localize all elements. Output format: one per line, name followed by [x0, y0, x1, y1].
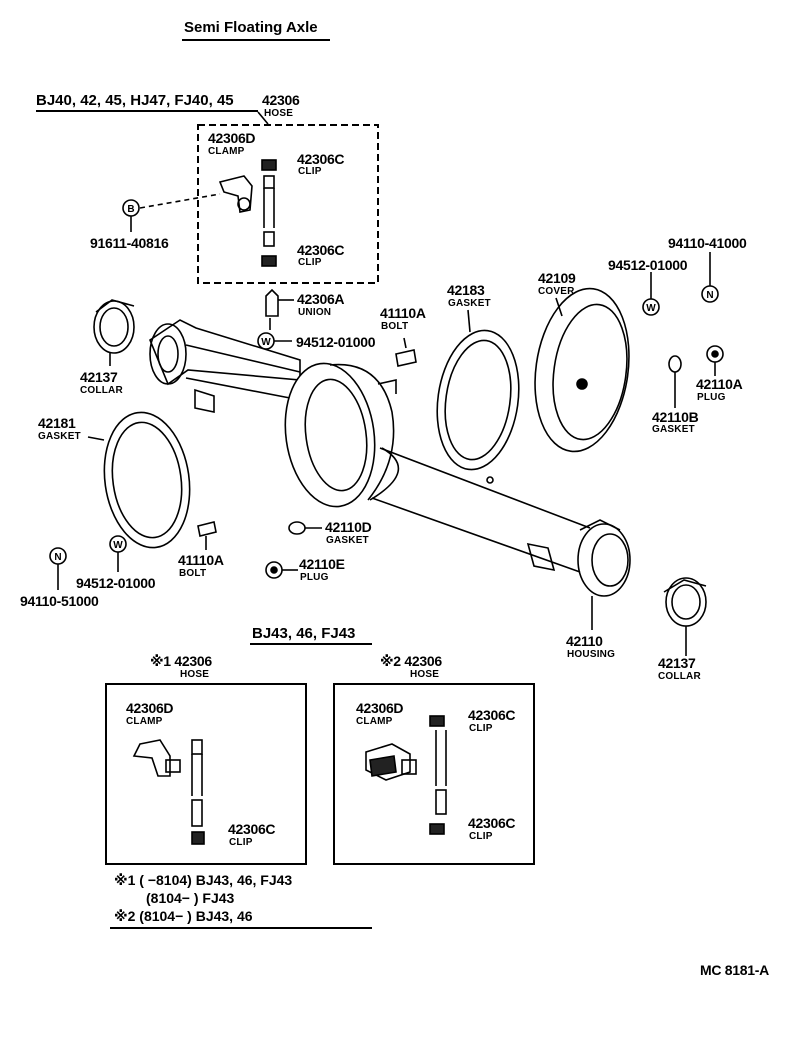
part-number-42181: 42181 — [38, 415, 76, 431]
part-name-box2-hose: HOSE — [410, 669, 440, 680]
part-number-91611: 91611-40816 — [90, 235, 169, 251]
part-name-gasket-42110b: GASKET — [652, 424, 695, 435]
model-header-top: BJ40, 42, 45, HJ47, FJ40, 45 — [36, 92, 234, 109]
part-number-box1-clip: 42306C — [228, 821, 276, 837]
part-name-bolt-top: BOLT — [381, 321, 409, 332]
badge-letter-w-right: W — [646, 303, 656, 314]
bolt-bottom-drawing — [197, 521, 217, 537]
bolt-top-drawing — [395, 349, 417, 367]
diagram-title: Semi Floating Axle — [184, 19, 318, 36]
gasket-left-drawing — [103, 411, 191, 549]
clip-drawing-upper — [261, 159, 277, 171]
part-number-42306d-top: 42306D — [208, 130, 256, 146]
axle-housing-drawing — [149, 319, 631, 597]
part-name-box1-hose: HOSE — [180, 669, 210, 680]
part-number-42306-top: 42306 — [262, 92, 300, 108]
part-number-42110a: 42110A — [696, 376, 743, 392]
part-name-clamp-top: CLAMP — [208, 146, 245, 157]
part-number-box2-clamp: 42306D — [356, 700, 404, 716]
part-name-collar-right: COLLAR — [658, 671, 701, 682]
part-name-clip-top2: CLIP — [298, 257, 322, 268]
part-number-42110e: 42110E — [299, 556, 345, 572]
part-number-94110-right: 94110-41000 — [668, 235, 747, 251]
part-name-union: UNION — [298, 307, 332, 318]
part-number-94512-mid: 94512-01000 — [296, 334, 376, 350]
badge-letter-w-left: W — [113, 540, 123, 551]
part-number-42183: 42183 — [447, 282, 485, 298]
part-name-bolt-bottom: BOLT — [179, 568, 207, 579]
part-name-plug-42110e: PLUG — [300, 572, 329, 583]
part-name-hose-top: HOSE — [264, 108, 294, 119]
part-number-box1-hose: ※1 42306 — [150, 653, 212, 669]
union-drawing — [265, 288, 279, 317]
part-number-42306a: 42306A — [297, 291, 345, 307]
part-number-42110b: 42110B — [652, 409, 699, 425]
hose-kit-box-right — [333, 683, 535, 865]
part-name-box1-clamp: CLAMP — [126, 716, 163, 727]
badge-letter-w-mid: W — [261, 337, 271, 348]
badge-letter-n-left: N — [54, 552, 61, 563]
part-number-42137-right: 42137 — [658, 655, 696, 671]
footnote-1: ※1 ( −8104) BJ43, 46, FJ43 — [114, 872, 293, 888]
part-number-94512-right: 94512-01000 — [608, 257, 688, 273]
badge-letter-n-right: N — [706, 290, 713, 301]
gasket-42110d-drawing — [288, 521, 306, 535]
part-name-clip-top1: CLIP — [298, 166, 322, 177]
part-number-42109: 42109 — [538, 270, 576, 286]
part-number-box2-hose: ※2 42306 — [380, 653, 442, 669]
part-number-94110-left: 94110-51000 — [20, 593, 99, 609]
part-number-box2-clip2: 42306C — [468, 815, 516, 831]
hose-kit-box-left — [105, 683, 307, 865]
gasket-42183-drawing — [436, 329, 520, 471]
part-number-42306c-top1: 42306C — [297, 151, 345, 167]
part-name-plug-42110a: PLUG — [697, 392, 726, 403]
part-number-41110a-bottom: 41110A — [178, 552, 224, 568]
part-name-collar-left: COLLAR — [80, 385, 123, 396]
part-number-box2-clip1: 42306C — [468, 707, 516, 723]
footnote-3: ※2 (8104− ) BJ43, 46 — [114, 908, 253, 924]
clamp-drawing — [218, 175, 253, 213]
part-name-box1-clip: CLIP — [229, 837, 253, 848]
footnote-2: (8104− ) FJ43 — [146, 890, 235, 906]
cover-drawing — [534, 287, 630, 453]
part-number-box1-clamp: 42306D — [126, 700, 174, 716]
part-number-41110a-top: 41110A — [380, 305, 426, 321]
part-name-gasket-42183: GASKET — [448, 298, 491, 309]
gasket-42110b-drawing — [668, 355, 682, 373]
part-number-42306c-top2: 42306C — [297, 242, 345, 258]
figure-code: MC 8181-A — [700, 962, 769, 978]
part-number-94512-left: 94512-01000 — [76, 575, 156, 591]
part-name-box2-clamp: CLAMP — [356, 716, 393, 727]
part-name-cover: COVER — [538, 286, 575, 297]
part-name-housing: HOUSING — [567, 649, 616, 660]
part-number-42110: 42110 — [566, 633, 603, 649]
badge-letter-b: B — [127, 204, 134, 215]
part-name-box2-clip1: CLIP — [469, 723, 493, 734]
part-name-gasket-42181: GASKET — [38, 431, 81, 442]
part-name-box2-clip2: CLIP — [469, 831, 493, 842]
model-header-middle: BJ43, 46, FJ43 — [252, 625, 356, 642]
part-name-gasket-42110d: GASKET — [326, 535, 369, 546]
clip-drawing-lower — [261, 255, 277, 267]
part-number-42110d: 42110D — [325, 519, 372, 535]
hose-kit-box-top — [197, 124, 379, 284]
part-number-42137-left: 42137 — [80, 369, 118, 385]
